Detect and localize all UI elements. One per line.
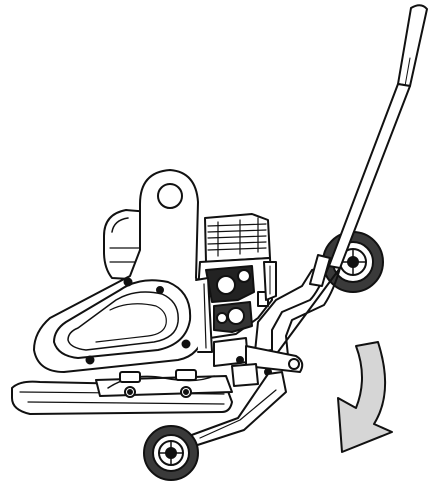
wheel-bracket <box>177 371 287 451</box>
belt-guard <box>33 169 213 373</box>
lower-wheel <box>143 425 199 481</box>
rotation-arrow <box>337 341 393 453</box>
base-plate <box>11 369 233 415</box>
handle-mount <box>213 337 304 387</box>
handle <box>254 4 428 357</box>
